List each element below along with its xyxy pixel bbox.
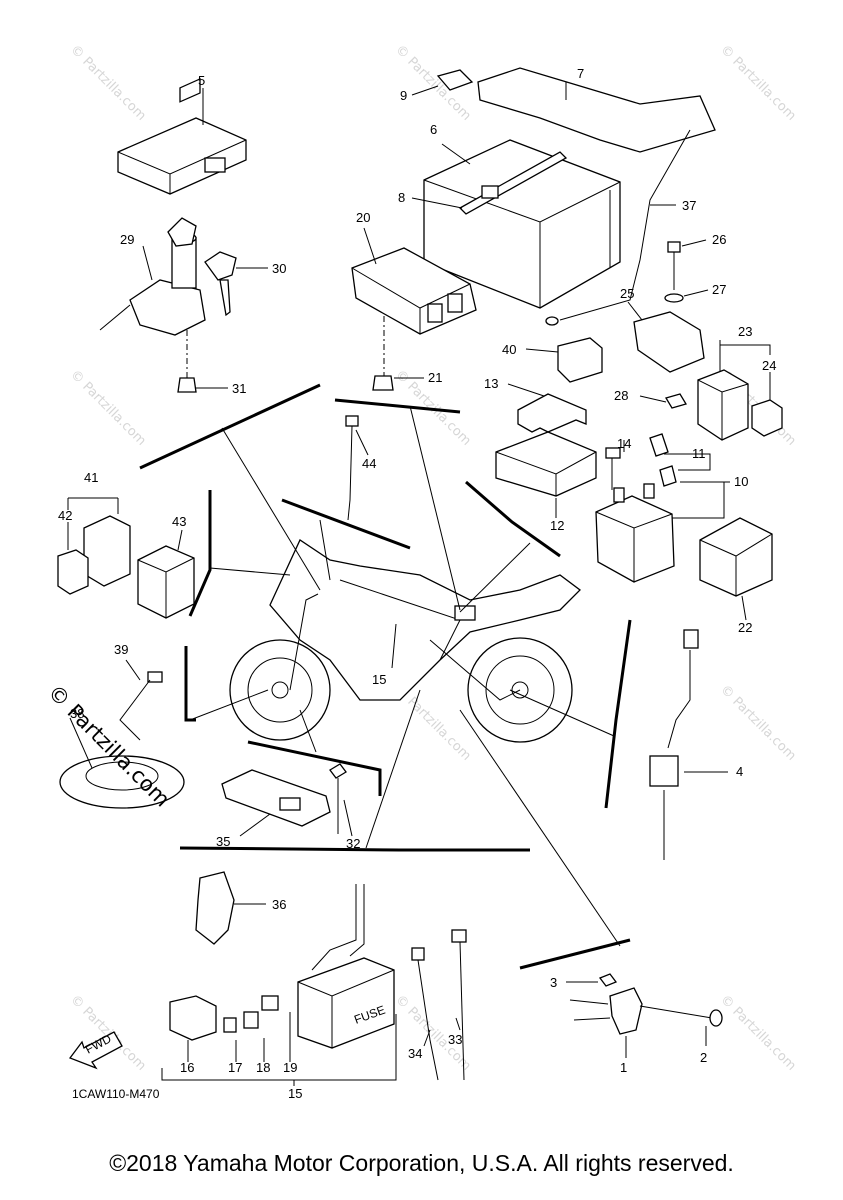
callout-37: 37	[682, 198, 696, 213]
part-44-band: 44	[345, 415, 376, 521]
part-33-band: 33	[448, 929, 467, 1081]
watermark-text: © Partzilla.com	[67, 42, 149, 124]
callout-8: 8	[398, 190, 405, 205]
callout-16: 16	[180, 1060, 194, 1075]
part-30-key: 30	[204, 251, 286, 317]
callout-22: 22	[738, 620, 752, 635]
callout-12: 12	[550, 518, 564, 533]
part-14-bolt: 14	[605, 436, 631, 490]
part-11-fuse: 11	[649, 433, 711, 487]
part-35-cover: 35	[216, 769, 331, 849]
part-31-bolt: 31	[177, 330, 246, 396]
part-20-rectifier: 20	[351, 210, 477, 335]
part-43-relay: 43	[137, 514, 195, 619]
callout-23: 23	[738, 324, 752, 339]
callout-30: 30	[272, 261, 286, 276]
callout-44: 44	[362, 456, 376, 471]
part-34-band: 34	[408, 947, 439, 1081]
part-27-collar: 27	[664, 282, 726, 303]
callout-2: 2	[700, 1050, 707, 1065]
part-28-nut: 28	[614, 388, 687, 409]
callout-17: 17	[228, 1060, 242, 1075]
callout-3: 3	[550, 975, 557, 990]
part-25-relay: 25	[620, 286, 705, 373]
part-16-fuse-holder: 16	[169, 995, 217, 1075]
watermark-text: © Partzilla.com	[717, 42, 799, 124]
callout-10: 10	[734, 474, 748, 489]
callout-28: 28	[614, 388, 628, 403]
callout-27: 27	[712, 282, 726, 297]
callout-39: 39	[114, 642, 128, 657]
callout-11: 11	[692, 446, 706, 461]
callout-25: 25	[620, 286, 634, 301]
callout-35: 35	[216, 834, 230, 849]
callout-18: 18	[256, 1060, 270, 1075]
callout-38: 38	[70, 706, 84, 721]
part-8-band: 8	[398, 151, 568, 215]
callout-15: 15	[288, 1086, 302, 1101]
callout-42: 42	[58, 508, 72, 523]
callout-7: 7	[577, 66, 584, 81]
part-5-ecu: 5	[117, 73, 247, 195]
callout-19: 19	[283, 1060, 297, 1075]
part-13-holder: 13	[484, 376, 587, 433]
part-18-fuse: 18	[243, 1011, 270, 1075]
part-7-battery-cover: 7	[477, 66, 716, 153]
callout-14: 14	[617, 436, 631, 451]
part-3-nut: 3	[550, 973, 618, 990]
part-10-starter-relay: 10	[595, 474, 748, 583]
part-15-fuse-box: FUSE 15	[161, 884, 397, 1101]
part-41-relay: 41	[67, 470, 131, 587]
callout-33: 33	[448, 1032, 462, 1047]
watermark-text: © Partzilla.com	[67, 367, 149, 449]
part-42-cover: 42	[57, 508, 89, 595]
callout-1: 1	[620, 1060, 627, 1075]
callout-41: 41	[84, 470, 98, 485]
part-38-horn: 38	[59, 706, 185, 809]
part-32-band: 32	[329, 763, 360, 851]
forward-arrow: FWD	[68, 1031, 123, 1070]
callout-26: 26	[712, 232, 726, 247]
part-1-sensor: 1	[569, 987, 643, 1075]
group-leader-lines	[139, 383, 632, 970]
part-36-clamp: 36	[195, 871, 286, 945]
callout-15-bike: 15	[372, 672, 386, 687]
callout-21: 21	[428, 370, 442, 385]
callout-31: 31	[232, 381, 246, 396]
callout-6: 6	[430, 122, 437, 137]
callout-9: 9	[400, 88, 407, 103]
diagram-code: 1CAW110-M470	[72, 1087, 160, 1101]
callout-4: 4	[736, 764, 743, 779]
part-19-fuse: 19	[261, 995, 297, 1075]
callout-43: 43	[172, 514, 186, 529]
part-22-flasher: 22	[699, 517, 773, 635]
part-4-sensor: 4	[649, 629, 743, 860]
part-26-bolt: 26	[667, 232, 726, 290]
part-40-connector: 40	[502, 337, 603, 383]
callout-36: 36	[272, 897, 286, 912]
parts-diagram: © Partzilla.com © Partzilla.com © Partzi…	[57, 42, 799, 1101]
callout-20: 20	[356, 210, 370, 225]
copyright-notice: ©2018 Yamaha Motor Corporation, U.S.A. A…	[109, 1150, 734, 1176]
part-17-fuse: 17	[223, 1017, 242, 1075]
callout-24: 24	[762, 358, 776, 373]
part-39-band: 39	[114, 642, 163, 741]
part-37-lead: 37	[545, 129, 696, 326]
watermark-text: © Partzilla.com	[717, 992, 799, 1074]
part-2-bolt: 2	[639, 1005, 723, 1065]
part-23-relay: 23	[697, 324, 771, 441]
part-29-main-switch: 29	[99, 217, 206, 336]
motorcycle-illustration: 15	[229, 539, 581, 743]
part-12-cover: 12	[495, 431, 597, 533]
part-24-cover: 24	[751, 358, 783, 437]
callout-29: 29	[120, 232, 134, 247]
callout-5: 5	[198, 73, 205, 88]
callout-13: 13	[484, 376, 498, 391]
callout-32: 32	[346, 836, 360, 851]
watermark-text: © Partzilla.com	[717, 682, 799, 764]
part-21-bolt: 21	[372, 316, 442, 391]
callout-34: 34	[408, 1046, 422, 1061]
part-9-pad: 9	[400, 69, 474, 103]
callout-40: 40	[502, 342, 516, 357]
